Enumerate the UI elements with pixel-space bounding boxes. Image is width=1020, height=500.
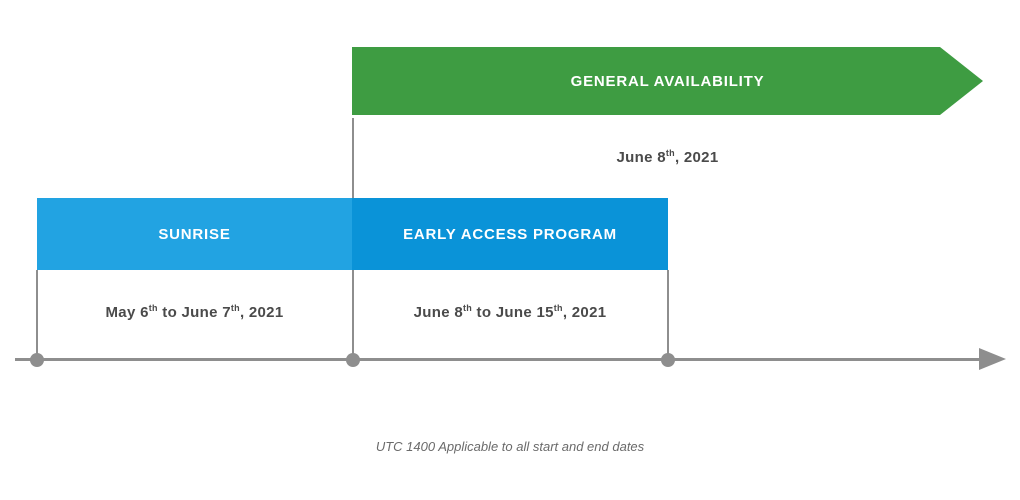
utc-footnote: UTC 1400 Applicable to all start and end… [375, 439, 645, 454]
general-availability-banner: GENERAL AVAILABILITY [352, 47, 983, 115]
sunrise-date-range: May 6th to June 7th, 2021 [37, 303, 352, 322]
general-availability-label: GENERAL AVAILABILITY [570, 72, 765, 90]
milestone-dot-icon [30, 353, 44, 367]
ga-connector-line [352, 118, 354, 198]
milestone-connector-line [352, 270, 354, 360]
milestone-connector-line [667, 270, 669, 360]
milestone-dot-icon [346, 353, 360, 367]
sunrise-date-text: May 6th to June 7th, 2021 [105, 303, 284, 321]
early-access-program-date-range: June 8th to June 15th, 2021 [352, 303, 668, 322]
milestone-dot-icon [661, 353, 675, 367]
sunrise-phase-bar: SUNRISE [37, 198, 352, 270]
general-availability-date-text: June 8th, 2021 [616, 148, 719, 166]
milestone-connector-line [36, 270, 38, 360]
early-access-program-label: EARLY ACCESS PROGRAM [403, 225, 617, 243]
timeline-arrowhead-icon [979, 348, 1006, 370]
early-access-program-date-text: June 8th to June 15th, 2021 [413, 303, 607, 321]
general-availability-date: June 8th, 2021 [352, 148, 983, 167]
timeline-axis-line [15, 358, 981, 361]
early-access-program-phase-bar: EARLY ACCESS PROGRAM [352, 198, 668, 270]
sunrise-label: SUNRISE [158, 225, 231, 243]
